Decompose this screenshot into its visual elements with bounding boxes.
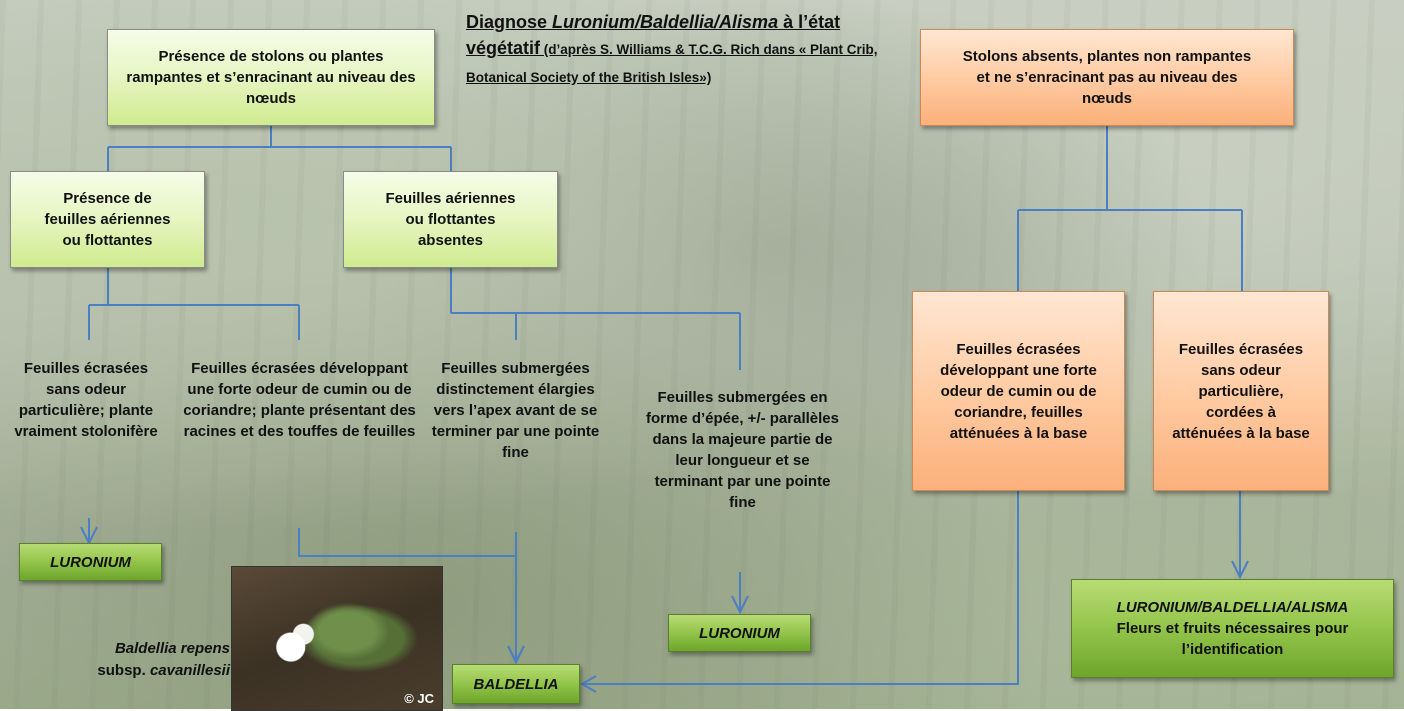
result-all-three: LURONIUM/BALDELLIA/ALISMA Fleurs et frui…	[1071, 579, 1394, 678]
box-stolons-present: Présence de stolons ou plantes rampantes…	[107, 29, 435, 126]
title-mid: à l’état végétatif	[466, 12, 841, 58]
arrow-right-cumin-to-baldellia-arrowhead	[579, 675, 597, 693]
photo-caption: Baldellia repens subsp. cavanillesii	[40, 638, 230, 682]
caption-species: Baldellia repens	[114, 640, 230, 657]
text-submerged-sword: Feuilles submergées en forme d’épée, +/-…	[645, 389, 839, 511]
photo-copyright: © JC	[404, 691, 434, 706]
result-luronium-left: LURONIUM	[19, 543, 162, 581]
title-genera: Luronium/Baldellia/Alisma	[552, 12, 779, 32]
box-stolons-absent: Stolons absents, plantes non rampantes e…	[920, 29, 1294, 126]
box-right-no-odour: Feuilles écrasées sans odeur particulièr…	[1153, 291, 1329, 491]
diagram-title: Diagnose Luronium/Baldellia/Alisma à l’é…	[466, 9, 896, 91]
title-prefix: Diagnose	[466, 12, 553, 32]
arrow-widened-to-baldellia-arrowhead	[507, 645, 525, 665]
title-source: (d’après S. Williams & T.C.G. Rich dans …	[466, 42, 878, 85]
caption-subsp: subsp.	[97, 662, 146, 679]
text-submerged-widened: Feuilles submergées distinctement élargi…	[431, 360, 600, 461]
arrow-right-cumin-to-baldellia	[582, 491, 1019, 685]
result-all-three-genera: LURONIUM/BALDELLIA/ALISMA	[1116, 599, 1349, 616]
result-baldellia: BALDELLIA	[452, 664, 580, 704]
box-aerial-present: Présence de feuilles aériennes ou flotta…	[10, 171, 205, 268]
caption-name: cavanillesii	[149, 662, 230, 679]
box-aerial-absent: Feuilles aériennes ou flottantes absente…	[343, 171, 558, 268]
baldellia-photo: © JC	[231, 566, 443, 711]
text-cumin-roots: Feuilles écrasées développant une forte …	[183, 360, 416, 440]
result-luronium-middle: LURONIUM	[668, 614, 811, 652]
arrow-to-all-three-arrowhead	[1231, 560, 1249, 580]
result-all-three-note: Fleurs et fruits nécessaires pour l’iden…	[1116, 620, 1349, 658]
text-no-odour-stoloniferous: Feuilles écrasées sans odeur particulièr…	[14, 360, 158, 440]
arrow-to-luronium-middle-arrowhead	[731, 595, 749, 615]
box-right-cumin: Feuilles écrasées développant une forte …	[912, 291, 1125, 491]
